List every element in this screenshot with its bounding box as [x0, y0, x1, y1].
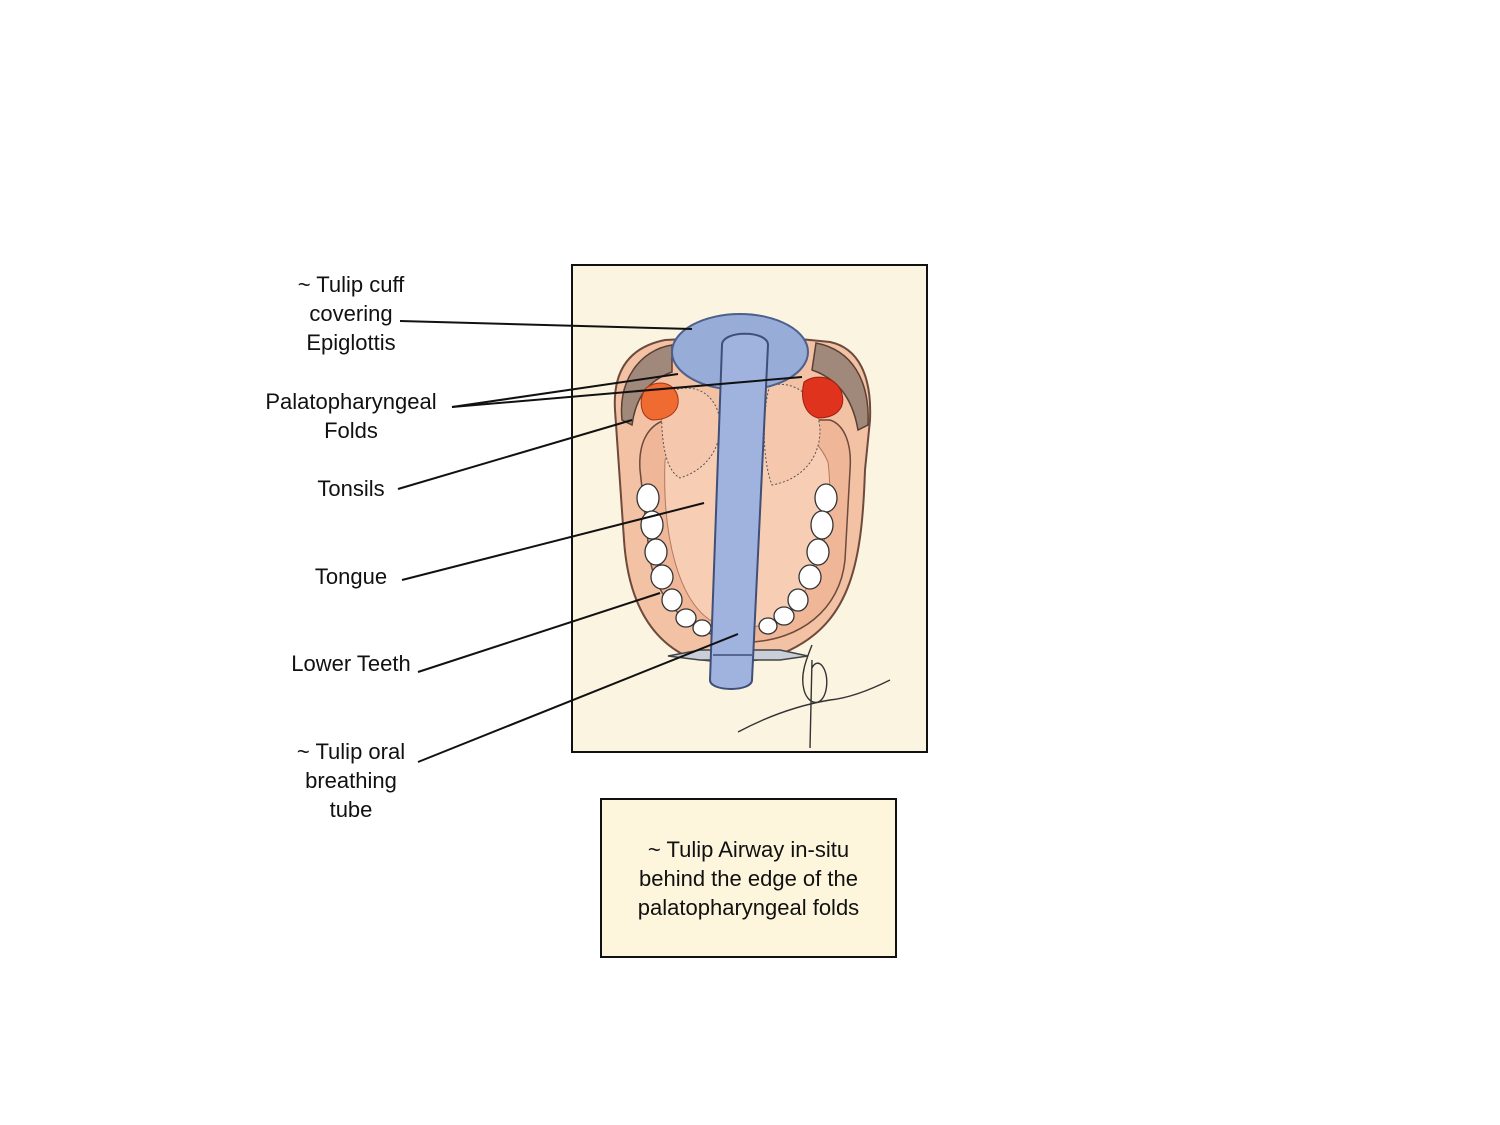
label-line: tube [329, 797, 373, 822]
label-line: Lower Teeth [291, 651, 411, 676]
leader-tube [417, 633, 739, 763]
label-line: breathing [305, 768, 397, 793]
right-fold [802, 376, 844, 419]
lower-teeth-left [636, 483, 712, 637]
left-tonsil [661, 387, 721, 479]
label-line: Folds [324, 418, 378, 443]
breathing-tube [708, 332, 770, 690]
caption-line: palatopharyngeal folds [637, 894, 860, 920]
label-tulip-tube: ~ Tulip oral breathing tube [251, 737, 451, 824]
leader-tonsils [397, 419, 633, 490]
leader-fold-left [451, 373, 679, 408]
caption-line: ~ Tulip Airway in-situ [647, 836, 850, 862]
right-pharynx-wall [811, 342, 869, 432]
caption-text: ~ Tulip Airway in-situ behind the edge o… [638, 835, 859, 922]
label-line: Palatopharyngeal [265, 389, 437, 414]
label-tonsils: Tonsils [251, 474, 451, 503]
label-lower-teeth: Lower Teeth [251, 649, 451, 678]
label-line: covering [309, 301, 393, 326]
leader-tongue [401, 502, 705, 581]
caption-box: ~ Tulip Airway in-situ behind the edge o… [600, 798, 897, 958]
leader-teeth [417, 592, 661, 673]
leader-fold-right [451, 376, 803, 408]
label-palatopharyngeal-folds: Palatopharyngeal Folds [251, 387, 451, 445]
label-line: ~ Tulip cuff [297, 272, 405, 297]
label-tulip-cuff: ~ Tulip cuff covering Epiglottis [251, 270, 451, 357]
left-fold [640, 382, 679, 421]
left-pharynx-wall [620, 344, 673, 427]
artist-signature [737, 644, 891, 749]
label-line: Epiglottis [306, 330, 396, 355]
label-line: Tongue [314, 564, 388, 589]
label-line: ~ Tulip oral [296, 739, 406, 764]
label-line: Tonsils [317, 476, 385, 501]
leader-lines [397, 320, 803, 763]
caption-line: behind the edge of the [639, 865, 858, 891]
lower-teeth-right [758, 483, 838, 635]
leader-cuff [399, 320, 693, 330]
label-tongue: Tongue [251, 562, 451, 591]
